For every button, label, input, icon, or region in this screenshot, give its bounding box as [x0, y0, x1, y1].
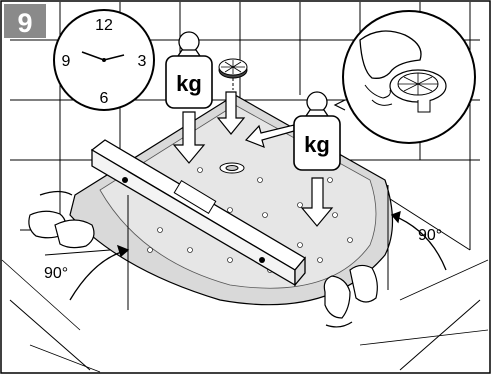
angle-right-label: 90° — [418, 227, 442, 244]
press-arrows — [172, 91, 334, 227]
floor-tiles — [1, 259, 489, 373]
clock-six: 6 — [100, 90, 109, 107]
angle-left-label: 90° — [44, 265, 68, 282]
wall-clock-icon: 12 3 6 9 — [53, 9, 155, 111]
clock-nine: 9 — [62, 53, 71, 70]
step-number: 9 — [17, 8, 32, 38]
weight-left-label: kg — [176, 71, 202, 96]
weight-right-label: kg — [304, 132, 330, 157]
hand-installing-drain-icon — [342, 10, 476, 144]
clock-three: 3 — [138, 53, 147, 70]
drain-strainer-icon — [218, 58, 248, 90]
kg-weight-icon: kg — [293, 91, 341, 171]
angle-arcs — [69, 210, 447, 301]
inset-pointer — [333, 99, 346, 111]
tray-supports — [44, 185, 389, 310]
clock-twelve: 12 — [95, 17, 113, 34]
spirit-level-icon — [90, 139, 306, 287]
kg-weight-icon: kg — [165, 31, 213, 109]
hands-icon — [28, 190, 95, 249]
hands-icon — [323, 264, 378, 328]
step-badge: 9 — [4, 4, 46, 38]
